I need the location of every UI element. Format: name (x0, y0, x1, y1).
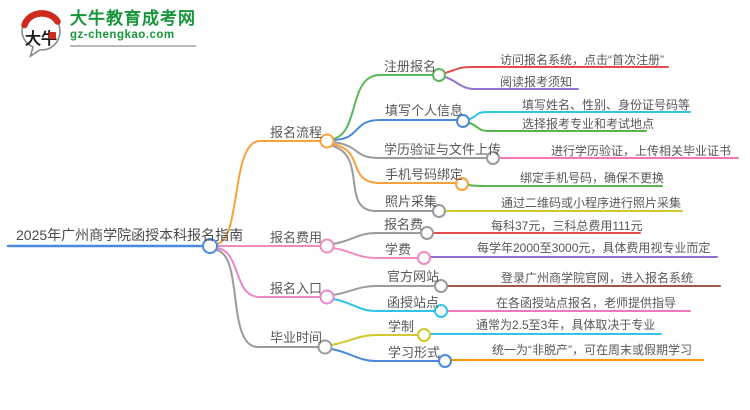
branch-registration-process: 报名流程 (270, 125, 323, 140)
mindmap-root-label: 2025年广州商学院函授本科报名指南 (16, 227, 244, 243)
logo-domain: gz-chengkao.com (70, 29, 175, 41)
leaf-exam-fee-detail: 每科37元，三科总费用111元 (491, 219, 643, 233)
leaf-station-detail: 在各函授站点报名，老师提供指导 (496, 296, 677, 310)
leaf-tuition-detail: 每学年2000至3000元，具体费用视专业而定 (477, 241, 711, 255)
node-photo-collection: 照片采集 (385, 194, 438, 209)
node-credential-upload: 学历验证与文件上传 (384, 142, 502, 157)
branch-graduation-time: 毕业时间 (270, 330, 323, 345)
leaf-phone-bind-detail: 绑定手机号码，确保不更换 (520, 171, 665, 185)
leaf-duration-detail: 通常为2.5至3年，具体取决于专业 (476, 318, 656, 332)
node-study-mode: 学习形式 (388, 345, 441, 360)
site-logo[interactable]: 大牛 大牛教育成考网 gz-chengkao.com (18, 9, 196, 59)
logo-title: 大牛教育成考网 (70, 9, 196, 28)
node-study-duration: 学制 (388, 319, 415, 334)
logo-text-block: 大牛教育成考网 gz-chengkao.com (70, 9, 196, 47)
seal-icon (49, 32, 56, 39)
node-register: 注册报名 (384, 59, 437, 74)
daniu-logo-icon: 大牛 (21, 10, 61, 58)
leaf-study-mode-detail: 统一为“非脱产”，可在周末或假期学习 (492, 343, 692, 357)
node-personal-info: 填写个人信息 (385, 103, 464, 118)
node-tuition: 学费 (385, 242, 412, 257)
leaf-read-notice-detail: 阅读报考须知 (500, 75, 573, 89)
branch-registration-entry: 报名入口 (270, 281, 323, 296)
leaf-choose-major-detail: 选择报考专业和考试地点 (522, 117, 655, 131)
node-phone-binding: 手机号码绑定 (385, 167, 464, 182)
node-exam-fee: 报名费 (384, 217, 424, 232)
leaf-credential-verify-detail: 进行学历验证，上传相关毕业证书 (551, 144, 732, 158)
leaf-official-site-detail: 登录广州商学院官网，进入报名系统 (501, 271, 694, 285)
node-correspondence-station: 函授站点 (387, 295, 440, 310)
leaf-photo-qrcode-detail: 通过二维码或小程序进行照片采集 (501, 196, 682, 210)
leaf-fill-name-detail: 填写姓名、性别、身份证号码等 (522, 98, 691, 112)
branch-registration-fees: 报名费用 (270, 230, 323, 245)
leaf-register-system-detail: 访问报名系统，点击“首次注册” (500, 53, 664, 67)
node-official-website: 官方网站 (387, 269, 440, 284)
